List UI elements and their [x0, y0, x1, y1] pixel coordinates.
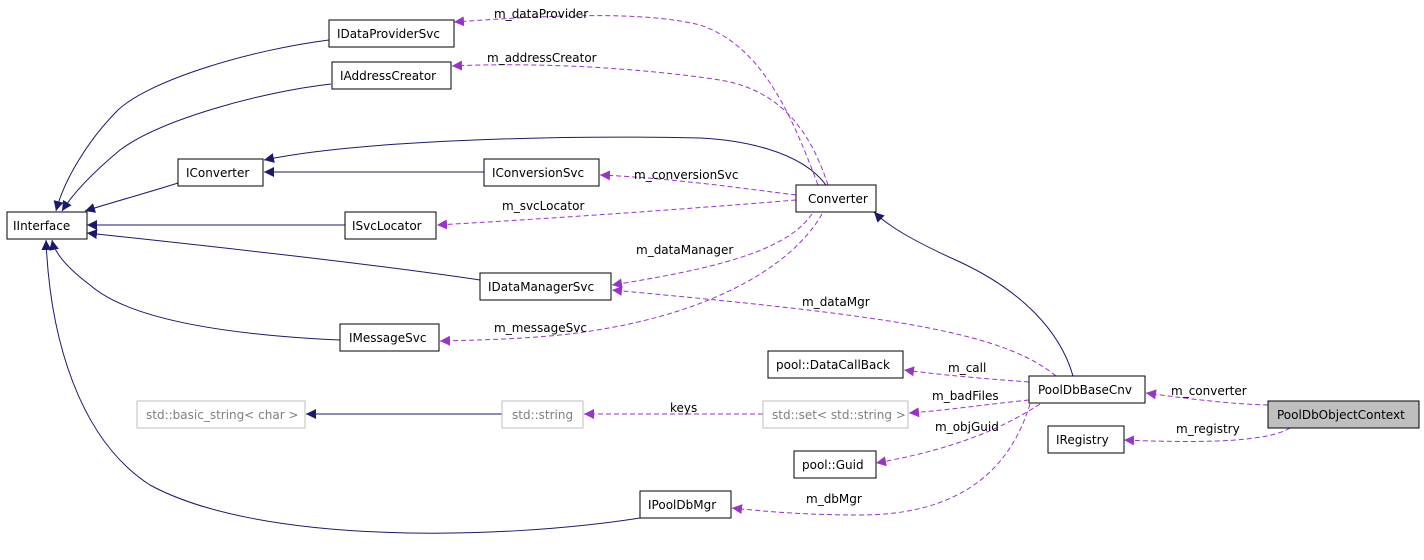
label-m-objguid: m_objGuid: [935, 420, 999, 434]
edge-m-messagesvc: [439, 213, 823, 346]
node-label: ISvcLocator: [352, 219, 422, 233]
label-m-dbmgr: m_dbMgr: [806, 492, 862, 506]
edge-pooldbbasecnv-converter: [873, 211, 1074, 377]
node-iinterface[interactable]: IInterface: [6, 211, 88, 240]
node-label: IInterface: [13, 219, 70, 233]
edge-m-badfiles: [908, 399, 1030, 418]
label-m-conversionsvc: m_conversionSvc: [634, 168, 739, 182]
edge-iaddresscreator-iinterface: [61, 83, 332, 212]
node-label: IAddressCreator: [340, 69, 436, 83]
node-idatamanagersvc[interactable]: IDataManagerSvc: [479, 272, 612, 301]
node-label: PoolDbObjectContext: [1277, 408, 1405, 422]
node-isvclocator[interactable]: ISvcLocator: [344, 211, 437, 240]
node-ipooldbmgr[interactable]: IPoolDbMgr: [639, 490, 732, 519]
node-converter[interactable]: Converter: [795, 184, 877, 213]
member-edges: [436, 15, 1291, 516]
edge-idatamanagersvc-iinterface: [86, 229, 481, 281]
label-m-call: m_call: [948, 361, 986, 375]
node-label: IRegistry: [1056, 433, 1109, 447]
node-iconverter[interactable]: IConverter: [177, 158, 264, 187]
edge-ipooldbmgr-iinterface: [41, 239, 641, 534]
edge-m-dataprovider: [453, 15, 819, 186]
node-label: IConversionSvc: [492, 166, 584, 180]
node-imessagesvc[interactable]: IMessageSvc: [339, 323, 440, 352]
node-label: std::set< std::string >: [772, 408, 906, 422]
node-label: Converter: [808, 192, 868, 206]
node-idataprovidersvc[interactable]: IDataProviderSvc: [328, 19, 455, 48]
edge-m-datamanager: [611, 213, 813, 289]
edge-m-call: [903, 366, 1030, 383]
node-iregistry[interactable]: IRegistry: [1047, 425, 1125, 454]
node-label: IConverter: [186, 166, 249, 180]
edge-imessagesvc-iinterface: [49, 239, 341, 341]
node-std-string[interactable]: std::string: [501, 400, 584, 429]
node-pooldbbasecnv[interactable]: PoolDbBaseCnv: [1028, 375, 1146, 404]
node-label: IPoolDbMgr: [648, 498, 716, 512]
node-label: pool::DataCallBack: [776, 358, 890, 372]
edge-m-svclocator: [436, 199, 797, 230]
node-label: IDataProviderSvc: [337, 27, 440, 41]
edge-m-conversionsvc: [599, 170, 797, 196]
label-m-addresscreator: m_addressCreator: [487, 51, 597, 65]
node-label: PoolDbBaseCnv: [1038, 383, 1132, 397]
label-m-datamanager: m_dataManager: [636, 243, 733, 257]
label-m-converter: m_converter: [1171, 384, 1247, 398]
node-label: IMessageSvc: [349, 331, 426, 345]
label-m-messagesvc: m_messageSvc: [494, 321, 587, 335]
node-pool-guid[interactable]: pool::Guid: [793, 450, 877, 479]
label-m-dataprovider: m_dataProvider: [494, 7, 588, 21]
edge-m-dbmgr: [731, 403, 1031, 516]
edge-m-datamgr: [611, 285, 1057, 377]
edge-labels: m_dataProvider m_addressCreator m_conver…: [487, 7, 1247, 506]
label-keys: keys: [670, 401, 697, 415]
node-std-set[interactable]: std::set< std::string >: [762, 400, 909, 429]
edge-m-registry: [1123, 427, 1291, 446]
edge-m-converter: [1145, 389, 1269, 406]
node-iaddresscreator[interactable]: IAddressCreator: [331, 61, 452, 90]
edge-iconverter-iinterface: [84, 182, 179, 213]
node-pooldbobjectcontext[interactable]: PoolDbObjectContext: [1267, 400, 1420, 429]
edge-idataprovidersvc-iinterface: [53, 39, 330, 212]
edge-converter-iconverter: [263, 136, 827, 186]
node-label: IDataManagerSvc: [488, 280, 594, 294]
inheritance-edges: [41, 39, 1074, 534]
label-m-registry: m_registry: [1176, 422, 1240, 436]
node-std-basic-string[interactable]: std::basic_string< char >: [136, 400, 306, 429]
label-m-svclocator: m_svcLocator: [502, 199, 584, 213]
label-m-badfiles: m_badFiles: [932, 389, 999, 403]
node-pool-datacallback[interactable]: pool::DataCallBack: [767, 350, 904, 379]
node-label: std::string: [512, 408, 573, 422]
edge-m-objguid: [875, 403, 1041, 467]
node-iconversionsvc[interactable]: IConversionSvc: [483, 158, 600, 187]
edge-m-addresscreator: [451, 60, 829, 186]
node-label: pool::Guid: [802, 458, 864, 472]
label-m-datamgr: m_dataMgr: [802, 295, 870, 309]
node-label: std::basic_string< char >: [146, 408, 299, 422]
